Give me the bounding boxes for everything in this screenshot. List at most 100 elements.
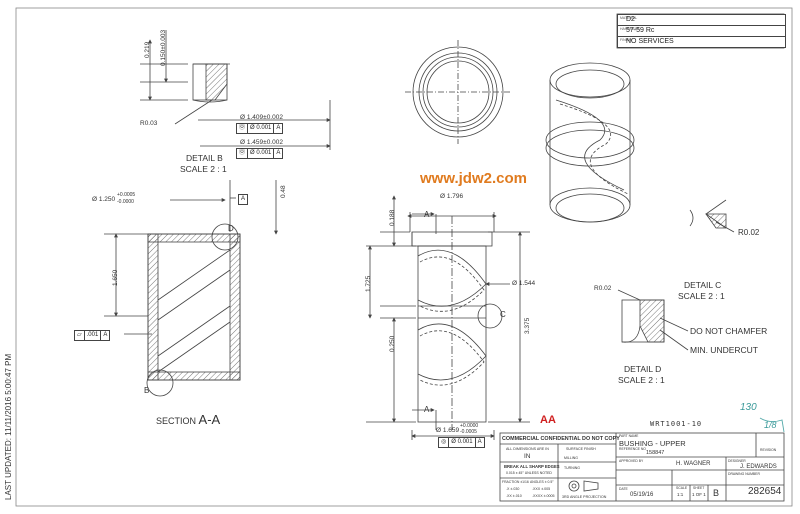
front-bottom-dim: 0.250 [389, 335, 396, 352]
detail-b-fcf-1: Ⓞ Ø 0.001 A [236, 123, 284, 134]
break-edges-sub: 0.015 x 45° UNLESS NOTED [506, 471, 552, 475]
detail-b-radius: R0.03 [140, 120, 158, 127]
concentricity-icon: Ⓞ [237, 124, 249, 133]
fcf-datum: A [477, 439, 482, 445]
section-title-prefix: SECTION [156, 416, 197, 426]
front-fcf: ◎ Ø 0.001 A [438, 437, 485, 448]
section-top-dia: Ø 1.250 [92, 196, 116, 203]
detail-b-view [140, 30, 331, 150]
sheet-value: 1 OF 1 [692, 492, 706, 497]
detail-b-dia-1: Ø 1.409±0.002 [240, 114, 283, 121]
datum-label: A [241, 196, 246, 202]
concentricity-icon: Ⓞ [237, 149, 249, 158]
confidential-banner: COMMERCIAL CONFIDENTIAL DO NOT COPY [502, 436, 620, 442]
milling-label: MILLING [564, 456, 579, 460]
handwritten-marks [759, 417, 785, 433]
tol-4place: .XXXX ±.0005 [532, 494, 555, 498]
reference-label: REFERENCE NO [619, 447, 646, 451]
flatness-icon: ▱ [75, 331, 85, 340]
scale-value: 1:1 [677, 492, 684, 497]
sheet-border [15, 7, 793, 507]
part-code-stamp: WRT1001-10 [650, 420, 703, 428]
section-a-a-view [104, 180, 278, 397]
detail-b-fcf-2: Ⓞ Ø 0.001 A [236, 148, 284, 159]
approved-label: APPROVED BY [619, 459, 644, 463]
detail-c-scale: SCALE 2 : 1 [678, 291, 725, 301]
detail-b-dia-2: Ø 1.459±0.002 [240, 139, 283, 146]
front-overall-length: 3.375 [524, 317, 531, 334]
handwritten-fraction: 1/8 [764, 420, 777, 430]
turning-label: TURNING [564, 466, 580, 470]
last-updated-stamp: LAST UPDATED: 11/11/2016 5:00:47 PM [4, 353, 13, 500]
detail-d-note-1: DO NOT CHAMFER [690, 326, 768, 336]
section-dim-left: 1.650 [112, 269, 119, 286]
concentricity-icon: ◎ [439, 438, 450, 447]
detail-c-view [689, 199, 735, 233]
detail-b-callout: B [144, 386, 150, 395]
projection-label: 3RD ANGLE PROJECTION [562, 495, 607, 499]
finish-row: FINISH NO SERVICES [617, 36, 786, 48]
section-top-tol-minus: -0.0000 [117, 199, 134, 205]
section-title: SECTION A-A [156, 412, 220, 427]
part-name-label: PART NAME [619, 434, 639, 438]
front-bottom-tol-plus: +0.0000 [460, 423, 479, 429]
surface-finish-label: SURFACE FINISH [566, 447, 596, 451]
break-edges: BREAK ALL SHARP EDGES [504, 464, 560, 469]
section-datum-a: A [238, 194, 249, 205]
tol-2place: .X ±.030 [506, 487, 520, 491]
aa-stamp: AA [540, 414, 556, 426]
tol-fraction: FRACTION ±1/16 [502, 480, 529, 484]
dims-in-value: IN [524, 453, 531, 460]
front-bottom-dia: Ø 1.659 [436, 427, 460, 434]
revision-label: REVISION [760, 448, 777, 452]
section-flatness-fcf: ▱ .001 A [74, 330, 111, 341]
title-block-frame [499, 432, 785, 502]
front-top-dia: Ø 1.796 [440, 193, 464, 200]
detail-d-scale: SCALE 2 : 1 [618, 375, 665, 385]
fcf-tolerance: Ø 0.001 [449, 438, 476, 447]
hardness-value: 57-59 Rc [626, 27, 655, 34]
section-label-top: A [424, 210, 430, 219]
date-label: DATE [619, 487, 628, 491]
tol-3place: .XXX ±.005 [532, 487, 551, 491]
detail-d-view [617, 289, 689, 351]
detail-d-callout: D [228, 224, 234, 233]
front-view [366, 195, 530, 440]
front-groove-dia: Ø 1.544 [512, 280, 536, 287]
tol-angle: ANGLES ± 0.5° [530, 480, 554, 484]
fcf-tolerance: Ø 0.001 [248, 149, 275, 158]
material-value: D2 [626, 16, 635, 23]
size-value: B [713, 488, 720, 498]
fcf-tolerance: .001 [85, 331, 102, 340]
detail-d-radius: R0.02 [594, 285, 612, 292]
finish-label: FINISH [620, 38, 632, 42]
tol-2place-b: .XX ±.010 [506, 494, 522, 498]
detail-c-title: DETAIL C [684, 280, 722, 290]
designer-label: DESIGNER [728, 459, 746, 463]
hardness-label: HARDNESS [620, 27, 640, 31]
part-name: BUSHING - UPPER [619, 439, 686, 448]
handwritten-130: 130 [740, 402, 757, 413]
section-dim-right: 0.48 [280, 185, 287, 198]
section-label-bottom: A [424, 405, 430, 414]
detail-b-title: DETAIL B [186, 153, 223, 163]
detail-b-scale: SCALE 2 : 1 [180, 164, 227, 174]
third-angle-projection-icon [568, 480, 599, 492]
reference-value: 158847 [646, 450, 665, 456]
front-bottom-tol-minus: -0.0005 [460, 429, 477, 435]
front-top-offset: 0.188 [389, 209, 396, 226]
detail-c-radius: R0.02 [738, 228, 760, 237]
detail-c-callout: C [500, 310, 506, 319]
isometric-view [545, 62, 635, 223]
material-label: MATERIAL [620, 16, 638, 20]
detail-b-dim-height: 0.219 [144, 41, 151, 58]
section-top-tol-plus: +0.0005 [117, 192, 136, 198]
fcf-tolerance: Ø 0.001 [248, 124, 275, 133]
section-title-letters: A-A [198, 412, 221, 427]
detail-d-title: DETAIL D [624, 364, 662, 374]
finish-value: NO SERVICES [626, 38, 674, 45]
date-value: 05/19/16 [630, 492, 654, 498]
watermark: www.jdw2.com [420, 170, 527, 187]
scale-label: SCALE [676, 486, 688, 490]
